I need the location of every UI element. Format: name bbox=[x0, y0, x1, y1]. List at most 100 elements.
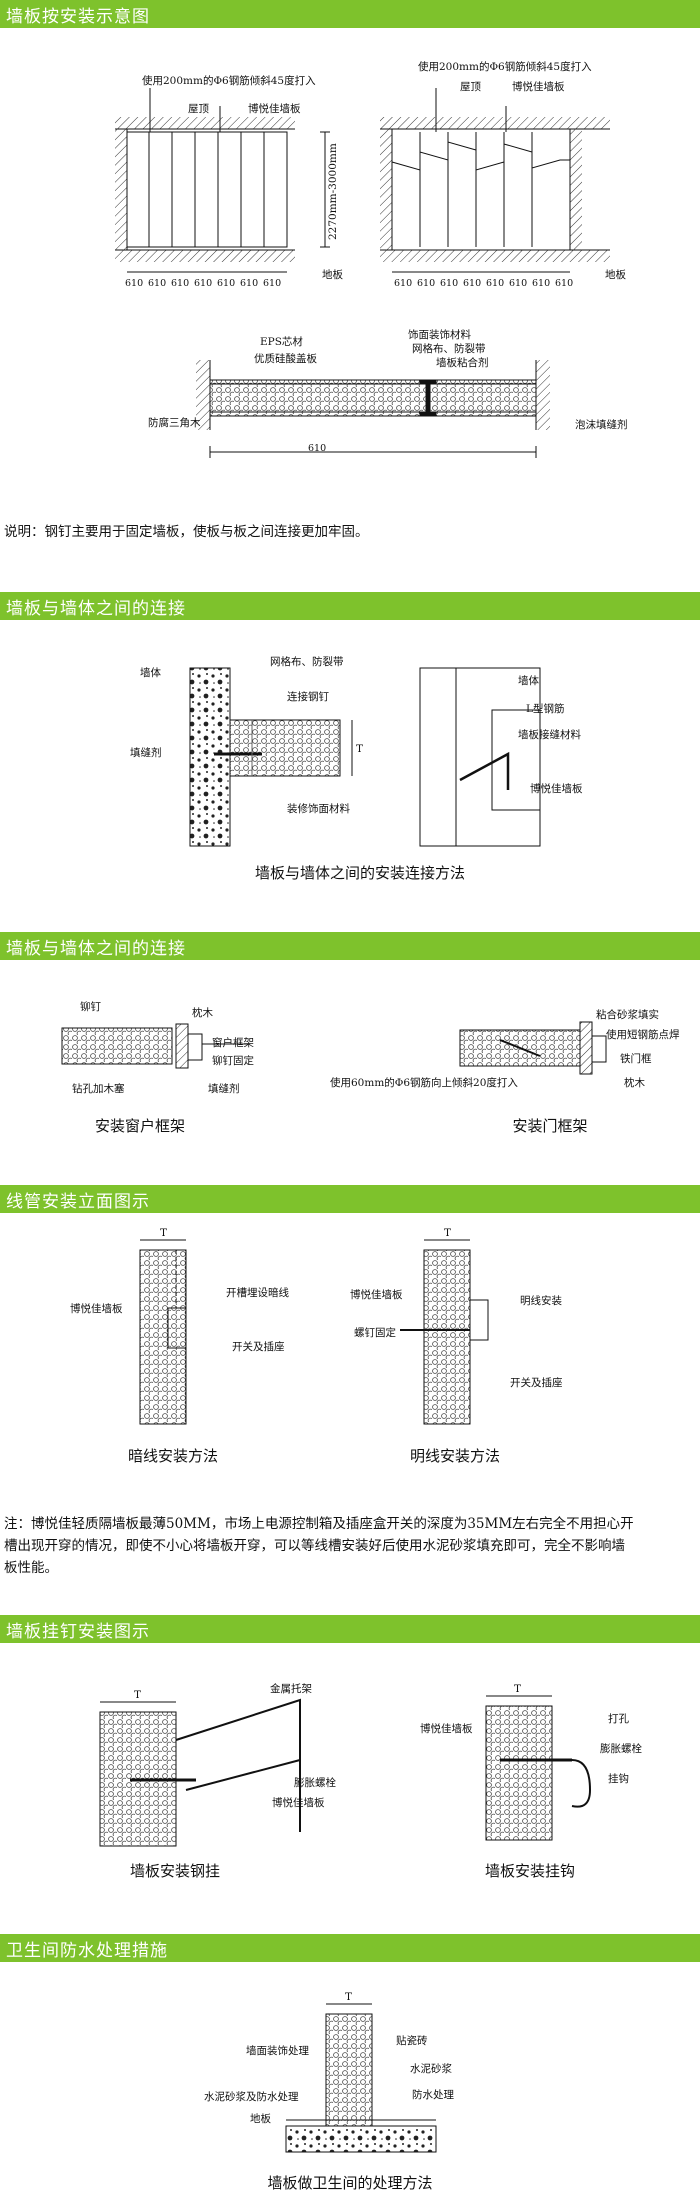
width-label: 610 bbox=[486, 278, 504, 289]
label-wall-left: 墙体 bbox=[140, 666, 161, 679]
caption-bathroom: 墙板做卫生间的处理方法 bbox=[267, 2174, 433, 2192]
diagram-board-section-labels: EPS芯材 优质硅酸盖板 饰面装饰材料 网格布、防裂带 墙板粘合剂 防腐三角木 … bbox=[148, 328, 628, 454]
width-label: 610 bbox=[463, 278, 481, 289]
label-deco: 装修饰面材料 bbox=[287, 802, 350, 815]
label-calcium-board: 优质硅酸盖板 bbox=[254, 352, 317, 365]
label-frame-wood-left: 枕木 bbox=[192, 1006, 213, 1019]
width-labels-right: 610 610 610 610 610 610 610 610 bbox=[394, 278, 573, 289]
label-eps: EPS芯材 bbox=[260, 335, 303, 348]
label-triangle-wood: 防腐三角木 bbox=[148, 416, 201, 429]
section-bar-conduit: 线管安装立面图示 bbox=[0, 1185, 700, 1213]
width-label: 610 bbox=[394, 278, 412, 289]
diagram-wall-joint-labels: 墙体 网格布、防裂带 连接钢钉 填缝剂 装修饰面材料 T 墙体 L型钢筋 墙板接… bbox=[130, 655, 583, 815]
width-label: 610 bbox=[263, 278, 281, 289]
label-foam-filler: 泡沫填缝剂 bbox=[575, 418, 628, 431]
caption-window-frame: 安装窗户框架 bbox=[94, 1117, 185, 1135]
label-wall-deco: 墙面装饰处理 bbox=[246, 2044, 309, 2057]
note-steel-nails: 说明：钢钉主要用于固定墙板，使板与板之间连接更加牢固。 bbox=[4, 524, 369, 540]
label-rivet: 铆钉 bbox=[80, 1000, 101, 1013]
section-title: 墙板挂钉安装图示 bbox=[6, 1621, 150, 1642]
caption-door-frame: 安装门框架 bbox=[512, 1117, 588, 1135]
section-title: 墙板与墙体之间的连接 bbox=[6, 598, 186, 619]
label-screw: 螺钉固定 bbox=[354, 1326, 396, 1339]
label-drill: 钻孔加木塞 bbox=[72, 1082, 125, 1095]
label-seam: 墙板接缝材料 bbox=[518, 728, 581, 741]
section-title: 线管安装立面图示 bbox=[6, 1191, 150, 1212]
label-bracket: 金属托架 bbox=[270, 1682, 312, 1695]
label-bolt-right: 膨胀螺栓 bbox=[600, 1742, 642, 1755]
label-filler-window: 填缝剂 bbox=[208, 1082, 240, 1095]
diagram-door-frame bbox=[459, 1021, 607, 1075]
section-title: 卫生间防水处理措施 bbox=[6, 1940, 168, 1961]
label-floor-bath: 地板 bbox=[250, 2112, 271, 2125]
section-title: 墙板与墙体之间的连接 bbox=[6, 938, 186, 959]
label-iron-frame: 铁门框 bbox=[620, 1052, 652, 1065]
diagram-frame-labels: 铆钉 枕木 窗户框架 铆钉固定 钻孔加木塞 填缝剂 粘合砂浆填实 使用短钢筋点焊… bbox=[72, 1000, 680, 1095]
caption-concealed: 暗线安装方法 bbox=[127, 1447, 218, 1465]
diagram-wall-elevation-right-labels: 使用200mm的Φ6钢筋倾斜45度打入 屋顶 博悦佳墙板 地板 610 610 … bbox=[394, 60, 626, 289]
label-mesh-tape: 网格布、防裂带 bbox=[270, 655, 344, 668]
label-mesh: 网格布、防裂带 bbox=[412, 342, 486, 355]
diagram-conduit bbox=[139, 1239, 489, 1425]
diagram-hanger bbox=[99, 1695, 592, 1847]
label-T-left: T bbox=[160, 1227, 167, 1239]
width-label: 610 bbox=[509, 278, 527, 289]
diagram-wall-joint-elevation bbox=[419, 667, 541, 847]
label-mortar: 粘合砂浆填实 bbox=[596, 1008, 659, 1021]
label-frame-wood-right: 枕木 bbox=[624, 1076, 645, 1089]
label-switch-left: 开关及插座 bbox=[232, 1340, 285, 1353]
label-board-conduit-left: 博悦佳墙板 bbox=[70, 1302, 123, 1315]
section-bar-bathroom: 卫生间防水处理措施 bbox=[0, 1934, 700, 1962]
diagram-wall-elevation-left bbox=[115, 88, 330, 273]
label-mortar-wp: 水泥砂浆及防水处理 bbox=[204, 2090, 299, 2103]
width-label: 610 bbox=[171, 278, 189, 289]
section-bar-hanging: 墙板挂钉安装图示 bbox=[0, 1615, 700, 1643]
label-T-hook: T bbox=[514, 1683, 521, 1695]
label-floor-left: 地板 bbox=[322, 268, 343, 281]
width-label: 610 bbox=[440, 278, 458, 289]
label-switch-right: 开关及插座 bbox=[510, 1376, 563, 1389]
width-label: 610 bbox=[125, 278, 143, 289]
diagram-conduit-labels: T 博悦佳墙板 开槽埋设暗线 开关及插座 T 博悦佳墙板 螺钉固定 明线安装 开… bbox=[70, 1227, 563, 1389]
caption-steel-hanger: 墙板安装钢挂 bbox=[129, 1862, 220, 1880]
diagram-hanger-labels: T 金属托架 膨胀螺栓 博悦佳墙板 T 博悦佳墙板 打孔 膨胀螺栓 挂钩 bbox=[134, 1682, 642, 1809]
label-l-rebar: L型钢筋 bbox=[526, 702, 564, 715]
label-waterproof: 防水处理 bbox=[412, 2088, 454, 2101]
label-glue: 墙板粘合剂 bbox=[436, 356, 489, 369]
width-label: 610 bbox=[217, 278, 235, 289]
label-bolt-left: 膨胀螺栓 bbox=[294, 1776, 336, 1789]
label-wall-right: 墙体 bbox=[518, 674, 539, 687]
note-conduit: 注：博悦佳轻质隔墙板最薄50MM，市场上电源控制箱及插座盒开关的深度为35MM左… bbox=[4, 1516, 634, 1576]
caption-wall-connection: 墙板与墙体之间的安装连接方法 bbox=[254, 864, 465, 882]
label-mortar: 水泥砂浆 bbox=[410, 2062, 452, 2075]
label-thickness: T bbox=[356, 743, 363, 755]
label-board-right2: 博悦佳墙板 bbox=[530, 782, 583, 795]
width-label: 610 bbox=[417, 278, 435, 289]
label-roof-left: 屋顶 bbox=[188, 103, 209, 115]
caption-hook: 墙板安装挂钩 bbox=[484, 1862, 575, 1880]
label-board-hook: 博悦佳墙板 bbox=[420, 1722, 473, 1735]
label-nail-left: 使用200mm的Φ6钢筋倾斜45度打入 bbox=[142, 74, 316, 87]
label-T-right: T bbox=[444, 1227, 451, 1239]
diagram-board-section bbox=[196, 360, 550, 458]
section-bar-wall-connection: 墙板与墙体之间的连接 bbox=[0, 592, 700, 620]
diagram-bathroom-labels: T 墙面装饰处理 水泥砂浆及防水处理 地板 贴瓷砖 水泥砂浆 防水处理 bbox=[204, 1991, 454, 2125]
label-nail-right: 使用200mm的Φ6钢筋倾斜45度打入 bbox=[418, 60, 592, 73]
label-hook: 挂钩 bbox=[608, 1772, 629, 1785]
section-bar-install-diagram: 墙板按安装示意图 bbox=[0, 0, 700, 28]
section-bar-frame-connection: 墙板与墙体之间的连接 bbox=[0, 932, 700, 960]
label-short-bar: 使用短钢筋点焊 bbox=[606, 1028, 680, 1041]
section-title: 墙板按安装示意图 bbox=[6, 6, 150, 27]
width-label: 610 bbox=[555, 278, 573, 289]
label-board-left: 博悦佳墙板 bbox=[248, 102, 301, 115]
label-exposed: 明线安装 bbox=[520, 1294, 562, 1307]
label-floor-right: 地板 bbox=[605, 268, 626, 281]
diagram-window-frame bbox=[61, 1023, 250, 1069]
diagram-bathroom bbox=[285, 2003, 437, 2153]
width-labels-left: 610 610 610 610 610 610 610 bbox=[125, 278, 281, 289]
label-deco-material: 饰面装饰材料 bbox=[408, 328, 471, 341]
label-board-conduit-right: 博悦佳墙板 bbox=[350, 1288, 403, 1301]
width-label: 610 bbox=[148, 278, 166, 289]
diagram-wall-joint-plan bbox=[189, 667, 353, 847]
label-rebar-60: 使用60mm的Φ6钢筋向上倾斜20度打入 bbox=[330, 1076, 518, 1089]
